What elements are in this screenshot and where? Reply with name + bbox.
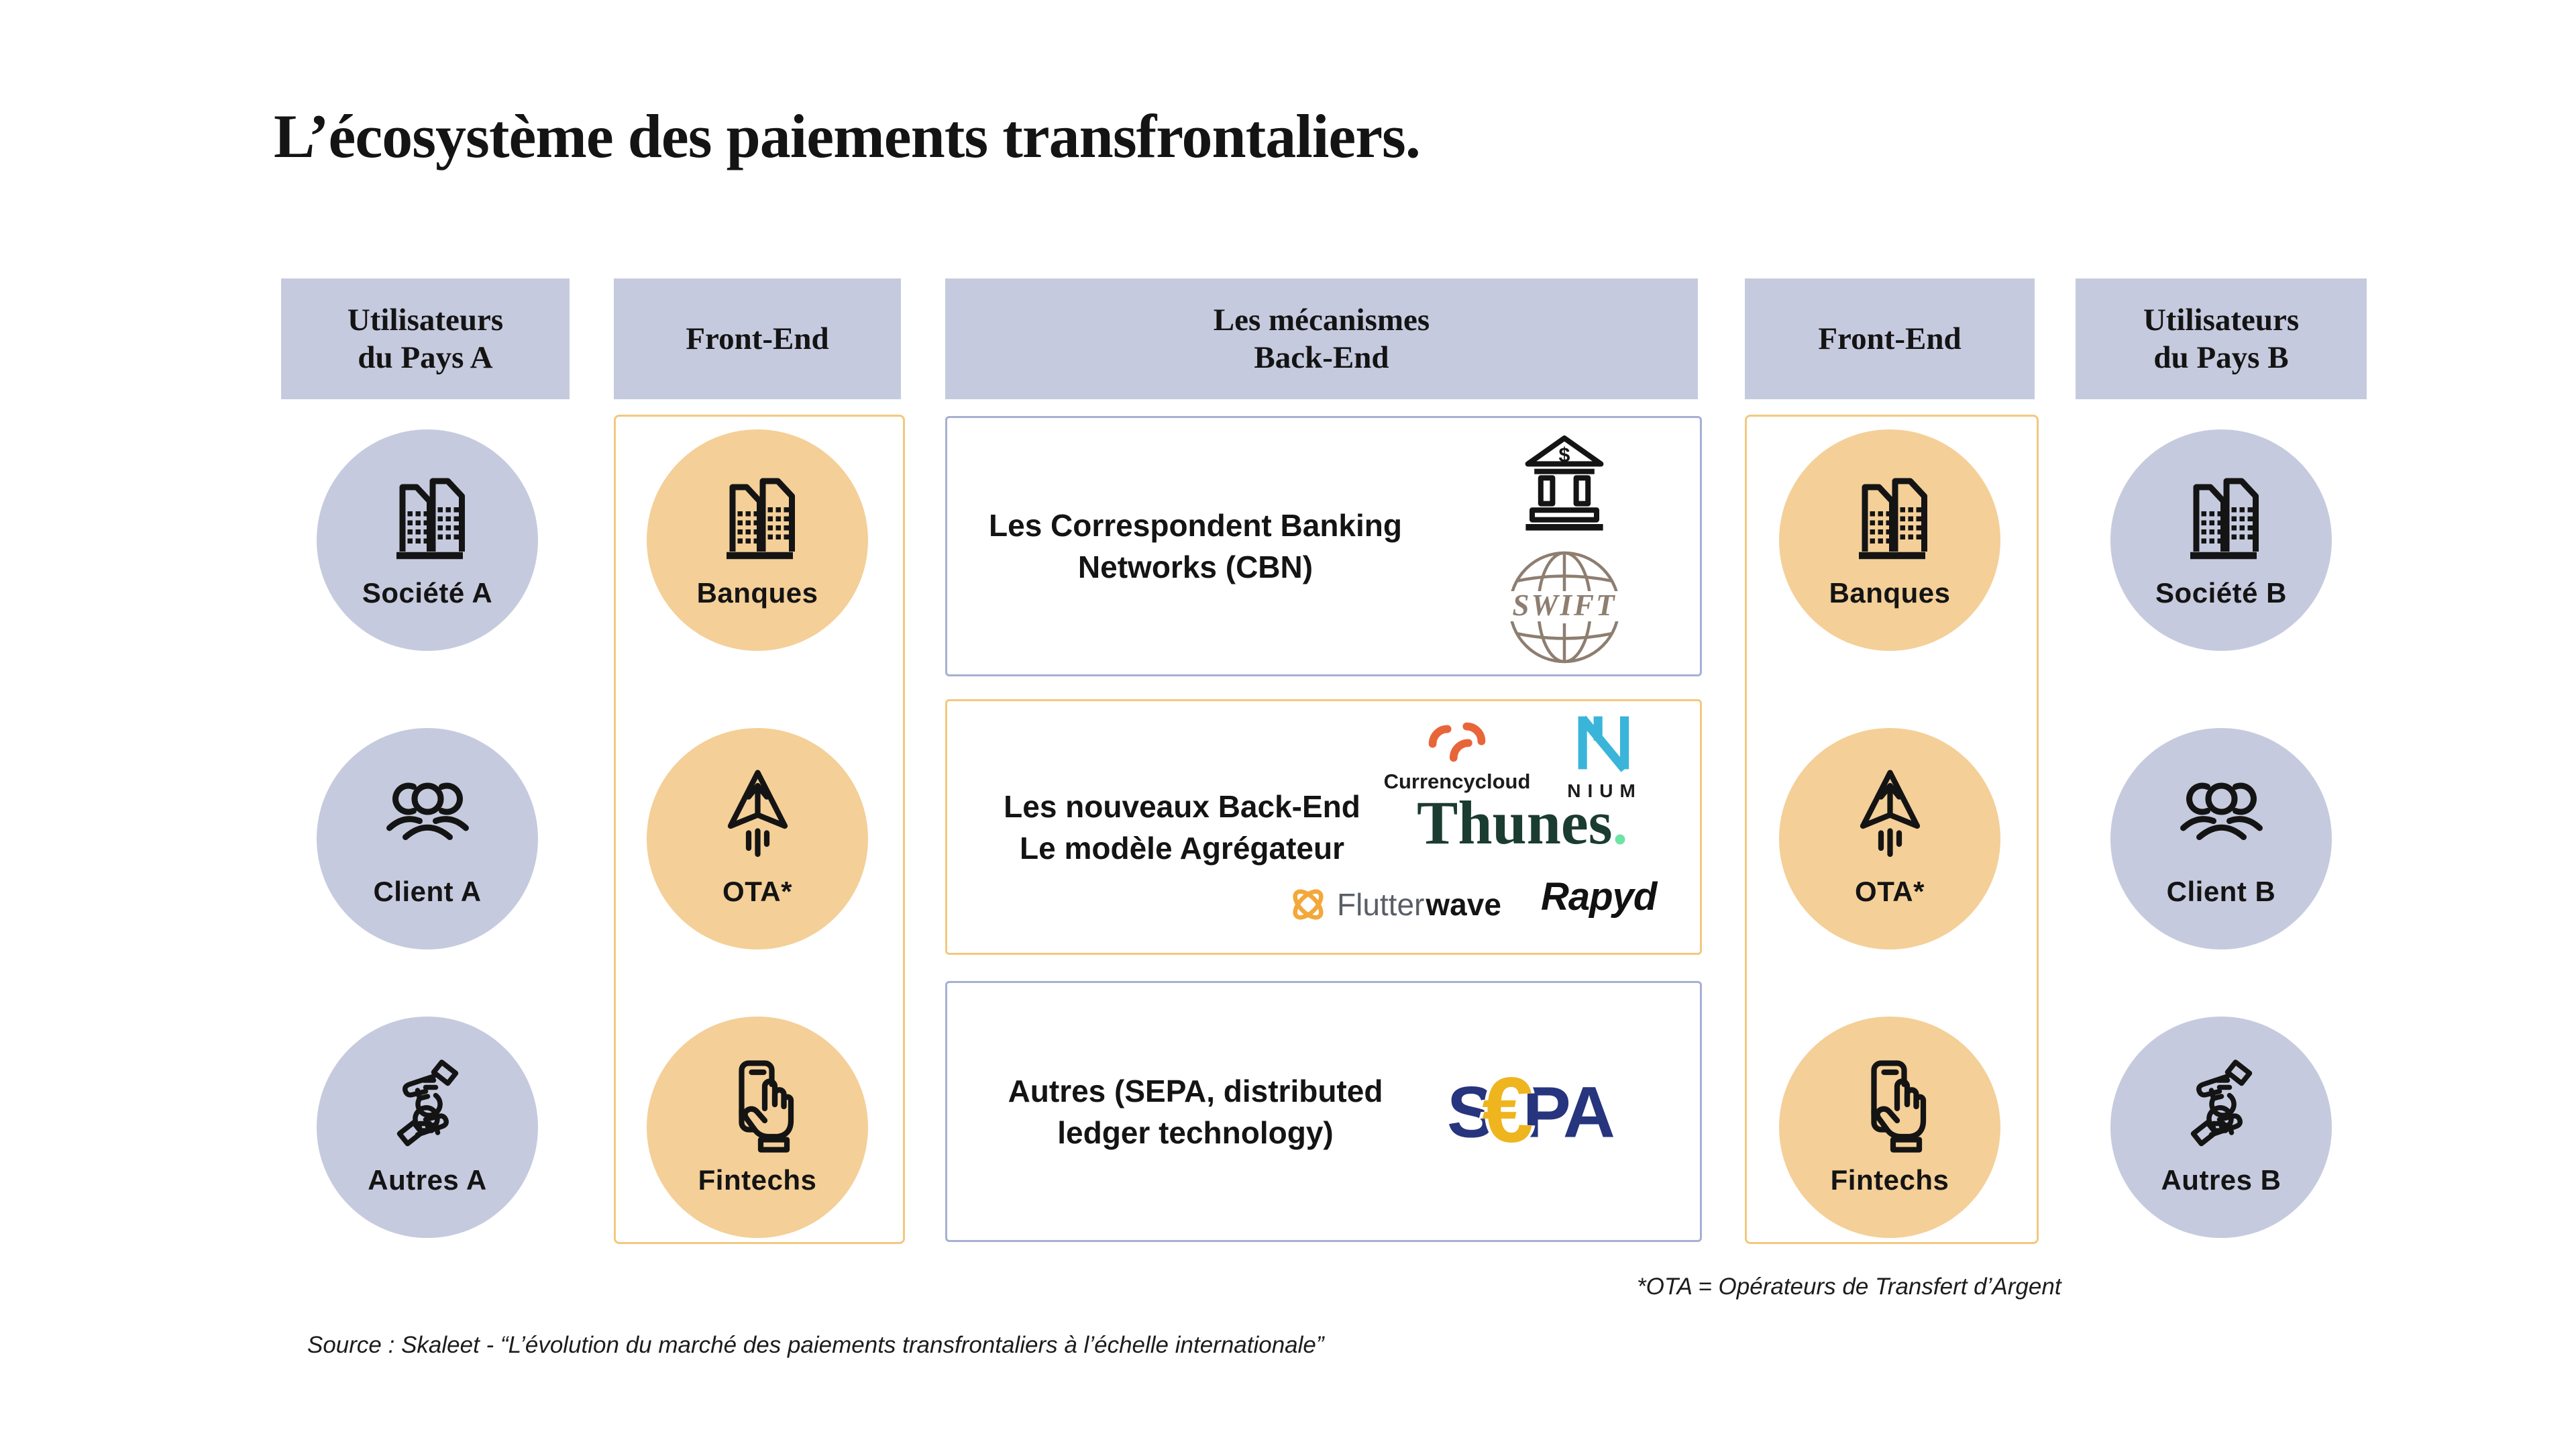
others-text: Autres (SEPA, distributed ledger technol… [1008,1073,1383,1150]
thunes-dot: . [1612,788,1628,857]
entity-label: Fintechs [1830,1164,1949,1196]
header-backend: Les mécanismes Back-End [945,278,1698,399]
backend-box-cbn: Les Correspondent Banking Networks (CBN) [945,416,1702,676]
sepa-euro-icon: € [1482,1058,1534,1161]
phone-tap-icon [702,1054,813,1155]
entity-client-b: Client B [2110,728,2332,949]
sepa-logo: S € PA [1447,1058,1615,1165]
entity-ota-left: OTA* [647,728,868,949]
phone-tap-icon [1835,1054,1945,1155]
entity-label: Client A [373,876,482,907]
swift-logo [1504,547,1625,668]
backend-box-others: Autres (SEPA, distributed ledger technol… [945,981,1702,1242]
thunes-logo: Thunes. [1417,787,1628,858]
entity-label: Client B [2166,876,2276,907]
header-front-end-right: Front-End [1745,278,2035,399]
entity-label: OTA* [1855,876,1925,907]
send-arrow-icon [1835,766,1945,866]
entity-label: Société A [362,577,493,609]
currencycloud-wordmark: Currencycloud [1383,770,1531,793]
page-title: L’écosystème des paiements transfrontali… [274,102,1421,170]
cbn-text: Les Correspondent Banking Networks (CBN) [989,507,1402,584]
entity-societe-b: Société B [2110,429,2332,651]
entity-societe-a: Société A [317,429,538,651]
entity-autres-b: Autres B [2110,1017,2332,1238]
buildings-icon [702,467,813,568]
buildings-icon [2166,467,2277,568]
header-users-b: Utilisateurs du Pays B [2076,278,2367,399]
thunes-wordmark: Thunes [1417,788,1613,857]
sepa-s: S [1447,1071,1495,1152]
backend-box-aggregator: Les nouveaux Back-End Le modèle Agrégate… [945,699,1702,955]
entity-fintechs-right: Fintechs [1779,1017,2000,1238]
entity-autres-a: Autres A [317,1017,538,1238]
nium-icon [1574,712,1635,774]
source-caption: Source : Skaleet - “L’évolution du march… [307,1332,1324,1358]
ota-footnote: *OTA = Opérateurs de Transfert d’Argent [1637,1274,2061,1300]
send-arrow-icon [702,766,813,866]
aggregator-text: Les nouveaux Back-End Le modèle Agrégate… [1004,788,1360,866]
buildings-icon [1835,467,1945,568]
entity-banques-right: Banques [1779,429,2000,651]
cbn-icons [1464,433,1665,668]
people-group-icon [2166,766,2277,866]
currencycloud-logo: Currencycloud [1377,716,1538,794]
nium-logo: NIUM [1554,712,1655,802]
entity-label: Société B [2155,577,2287,609]
entity-label: Fintechs [698,1164,817,1196]
entity-client-a: Client A [317,728,538,949]
sepa-pa: PA [1522,1071,1615,1152]
bank-dollar-icon [1511,433,1618,540]
entity-fintechs-left: Fintechs [647,1017,868,1238]
entity-label: OTA* [722,876,792,907]
entity-ota-right: OTA* [1779,728,2000,949]
people-group-icon [372,766,483,866]
flutterwave-icon [1286,882,1330,927]
currencycloud-icon [1413,716,1501,768]
nium-wordmark: NIUM [1567,780,1642,801]
rapyd-logo: Rapyd [1541,875,1657,919]
entity-label: Autres A [368,1164,487,1196]
flutterwave-wordmark-light: Flutter [1337,887,1425,922]
header-users-a: Utilisateurs du Pays A [281,278,570,399]
entity-label: Autres B [2161,1164,2282,1196]
header-front-end-left: Front-End [614,278,901,399]
exchange-hands-icon [372,1054,483,1155]
entity-banques-left: Banques [647,429,868,651]
buildings-icon [372,467,483,568]
entity-label: Banques [696,577,818,609]
exchange-hands-icon [2166,1054,2277,1155]
flutterwave-wordmark-bold: wave [1426,887,1501,922]
entity-label: Banques [1829,577,1951,609]
